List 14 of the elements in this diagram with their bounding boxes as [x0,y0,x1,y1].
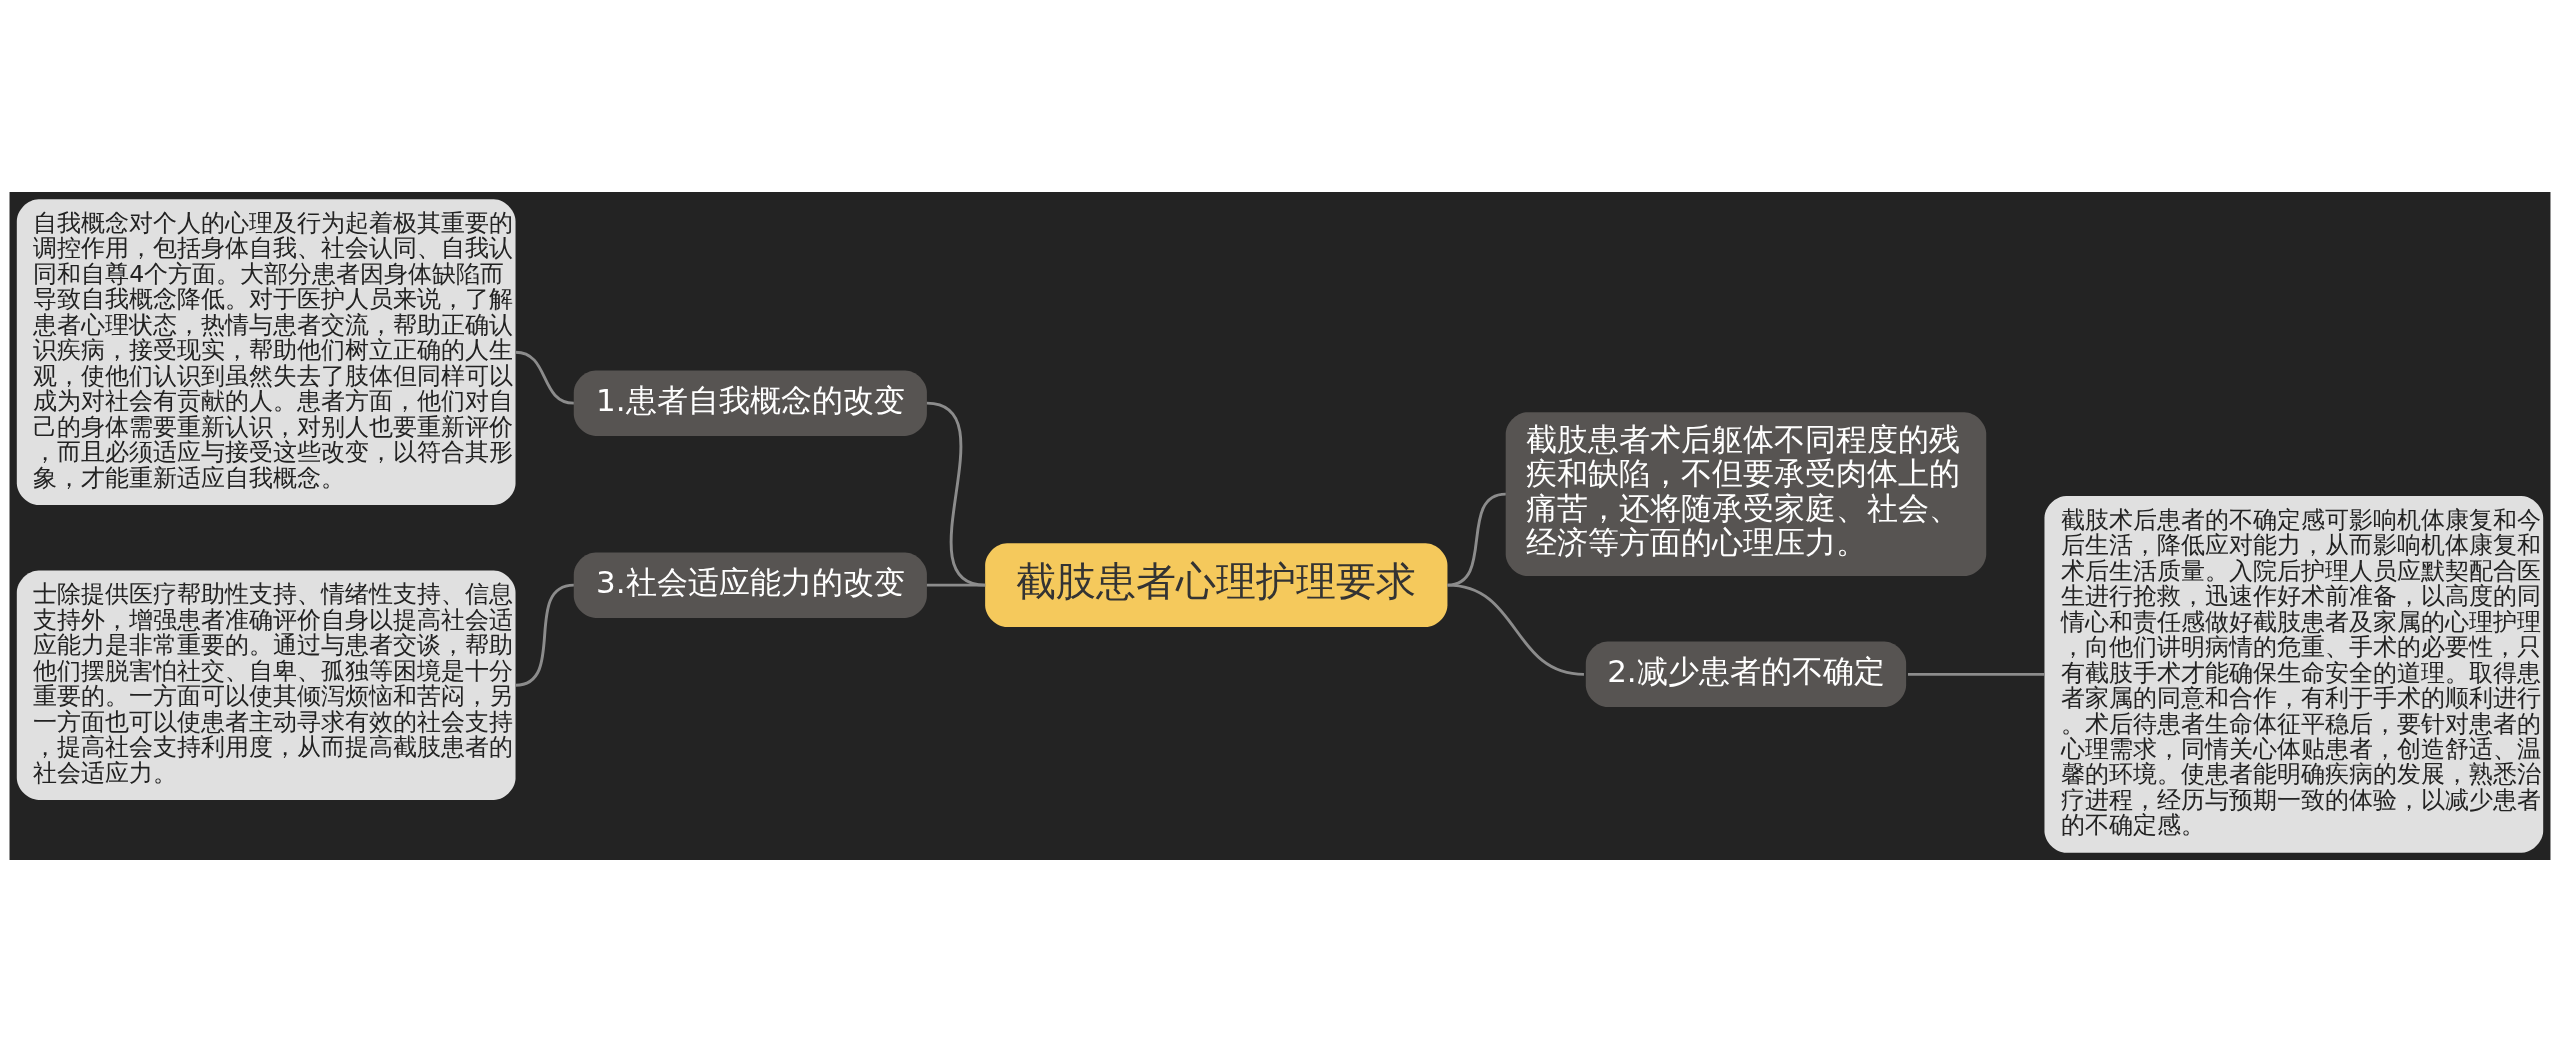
connector [515,583,575,687]
connector [926,401,986,587]
node-box: 士除提供医疗帮助性支持、情绪性支持、信息支持外，增强患者准确评价自身以提高社会适应能力是非常重要的。通过与患者交谈，帮助他们摆脱害怕社交、自卑、孤独等困境是十分重要的。一方面可以使其倾泻烦恼和苦闷，另一方面也可以使患者主动寻求有效的社会支持，提高社会支持利用度，从而提高截肢患者的社会适应力。 [16,570,516,800]
node-box: 截肢患者心理护理要求 [985,542,1448,627]
node-box: 2.减少患者的不确定 [1585,641,1907,707]
connector [515,350,574,405]
connector [926,583,986,587]
node-box: 自我概念对个人的心理及行为起着极其重要的调控作用，包括身体自我、社会认同、自我认同和自尊4个方面。大部分患者因身体缺陷而导致自我概念降低。对于医护人员来说，了解患者心理状态，热情与患者交流，帮助正确认识疾病，接受现实，帮助他们树立正确的人生观，使他们认识到虽然失去了肢体但同样可以成为对社会有贡献的人。患者方面，他们对自己的身体需要重新认识，对别人也要重新评价，而且必须适应与接受这些改变，以符合其形象，才能重新适应自我概念。 [16,198,516,505]
connector [1447,583,1585,676]
connector [1907,672,2045,676]
node-box: 1.患者自我概念的改变 [573,369,927,436]
node-box: 截肢患者术后躯体不同程度的残疾和缺陷，不但要承受肉体上的痛苦，还将随承受家庭、社会、经济等方面的心理压力。 [1505,411,1987,576]
node-box: 3.社会适应能力的改变 [573,551,927,618]
node-box: 截肢术后患者的不确定感可影响机体康复和今后生活，降低应对能力，从而影响机体康复和术后生活质量。入院后护理人员应默契配合医生进行抢救，迅速作好术前准备，以高度的同情心和责任感做好截肢患者及家属的心理护理，向他们讲明病情的危重、手术的必要性，只有截肢手术才能确保生命安全的道理。取得患者家属的同意和合作，有利于手术的顺利进行。术后待患者生命体征平稳后，要针对患者的心理需求，同情关心体贴患者，创造舒适、温馨的环境。使患者能明确疾病的发展，熟悉治疗进程，经历与预期一致的体验，以减少患者的不确定感。 [2044,495,2544,853]
